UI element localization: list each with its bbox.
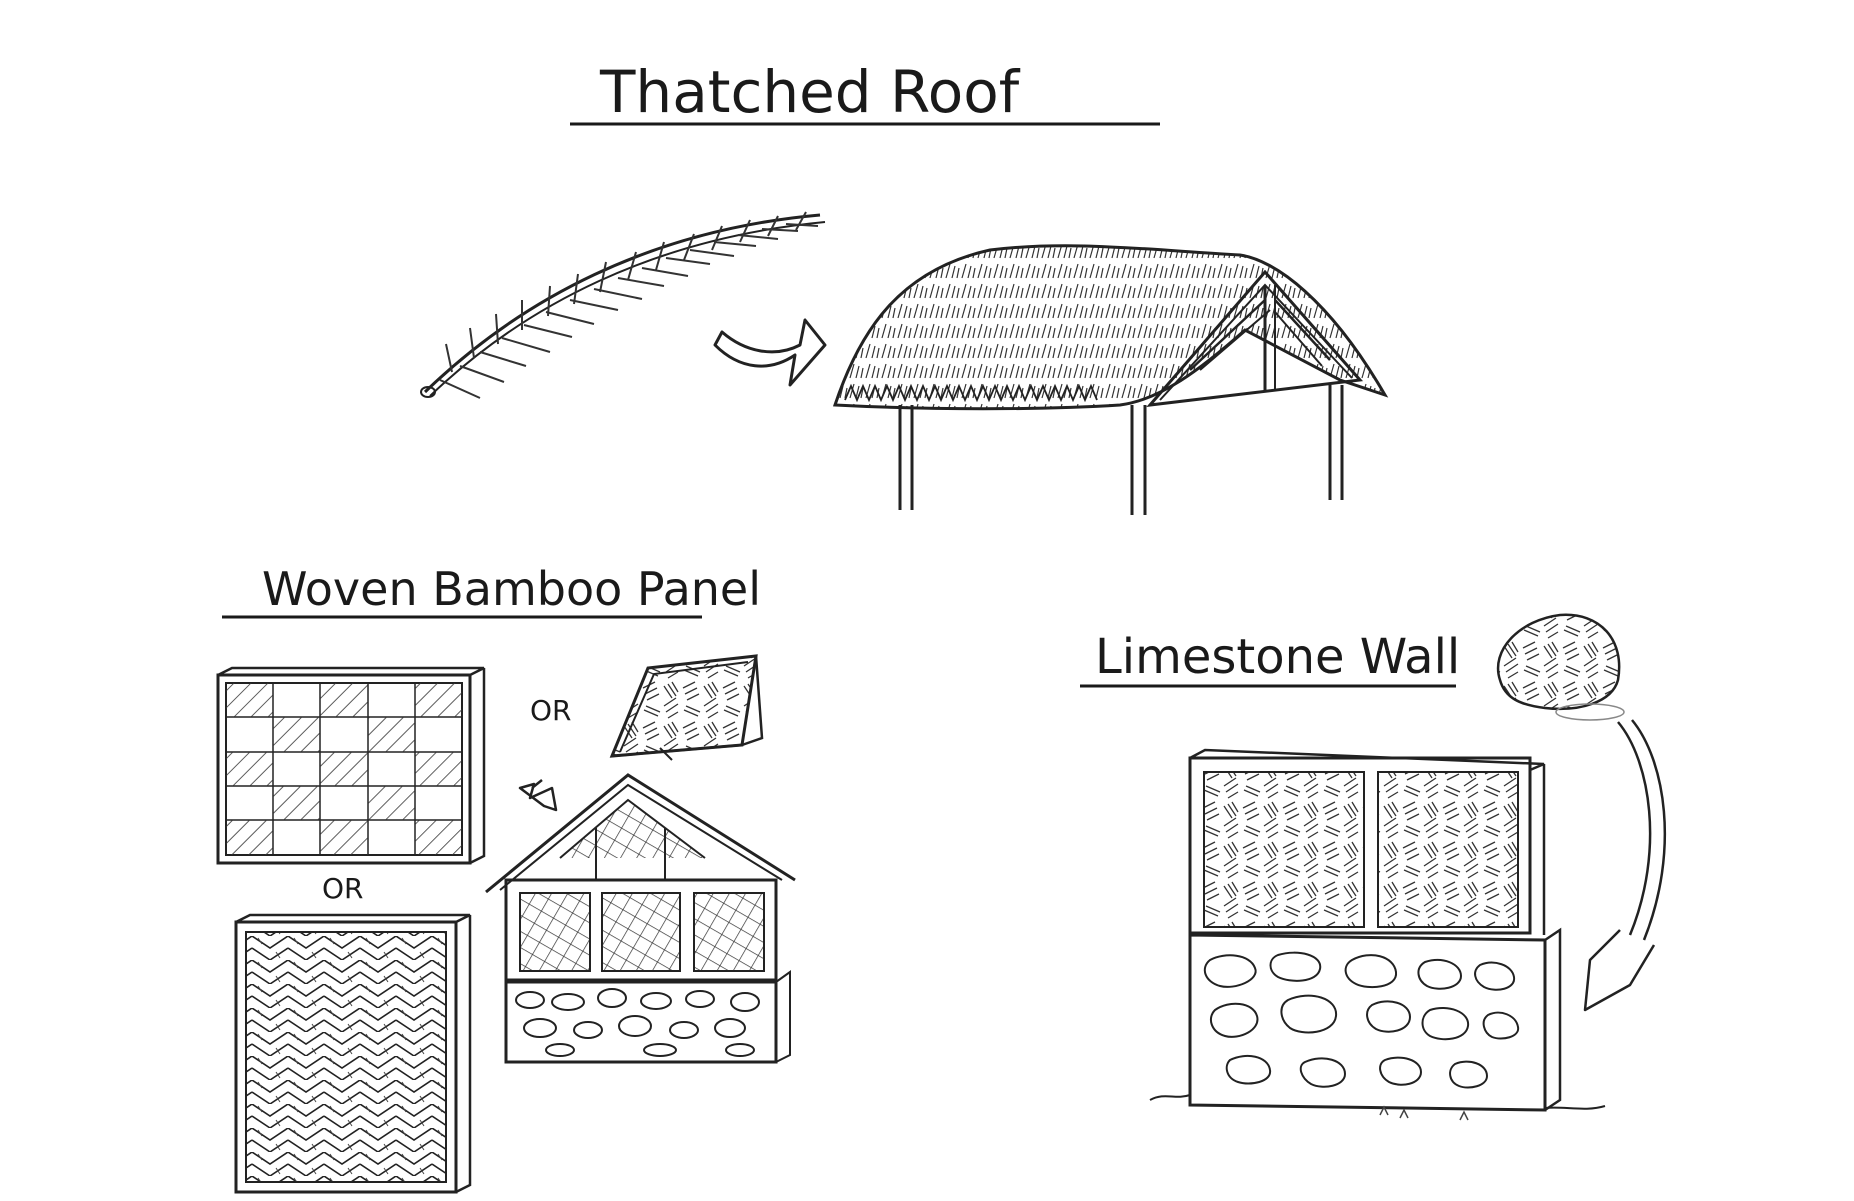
palm-leaf-bundle-icon [420, 211, 826, 399]
thatched-roof-section: Thatched Roof [420, 58, 1389, 515]
checkered-bamboo-panel [216, 666, 486, 865]
woven-bamboo-panel-section: Woven Bamboo Panel OR OR [216, 562, 796, 1194]
down-arrow-icon [518, 779, 558, 812]
limestone-wall-title: Limestone Wall [1095, 629, 1460, 685]
or-label-2: OR [322, 872, 364, 905]
limestone-wall-drawing [1149, 748, 1606, 1121]
long-curved-arrow-icon [1583, 719, 1666, 1012]
curved-arrow-icon [713, 318, 827, 387]
limestone-rock-icon [1496, 613, 1625, 721]
woven-bamboo-panel-title: Woven Bamboo Panel [262, 562, 761, 616]
bamboo-house-panel [485, 773, 796, 1064]
or-label-1: OR [530, 694, 572, 727]
herringbone-bamboo-panel [234, 913, 472, 1194]
thatched-roof-title: Thatched Roof [599, 58, 1021, 126]
thatched-hut-drawing [832, 244, 1389, 515]
limestone-wall-section: Limestone Wall [1080, 613, 1666, 1121]
small-tilted-panel [609, 654, 764, 761]
